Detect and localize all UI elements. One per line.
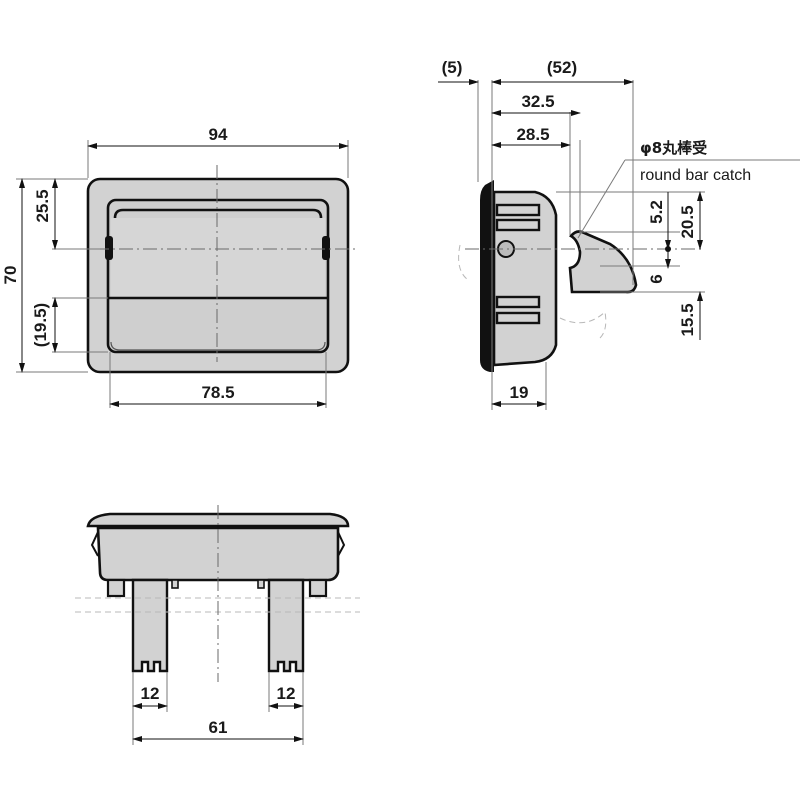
front-view: 94 70 25.5 (19.5) 78.5 [1,125,355,408]
dim-depth-52: (52) [547,58,577,77]
dim-width-94: 94 [209,125,228,144]
bottom-view: 12 12 61 [75,505,360,745]
dim-lower-15-5: 15.5 [678,303,697,336]
side-flange [480,180,494,372]
dim-catch-6: 6 [647,274,666,283]
leg-right [267,578,305,673]
handle-top-edge [113,208,323,252]
bottom-flange [86,512,350,528]
side-body [492,190,558,367]
dim-height-70: 70 [1,266,20,285]
dim-lower-19-5: (19.5) [31,303,50,347]
leg-left [131,578,169,673]
catch-label-jp: φ8丸棒受 [640,139,707,157]
catch-label-en: round bar catch [640,167,751,184]
dim-leg-left-12: 12 [141,684,160,703]
dim-body-19: 19 [510,383,529,402]
side-view: (5) (52) 32.5 28.5 φ8丸棒受 round bar catch… [438,58,800,410]
dim-depth-28-5: 28.5 [516,125,549,144]
hinge-left [105,236,113,260]
dim-leg-right-12: 12 [277,684,296,703]
dim-catch-20-5: 20.5 [678,205,697,238]
round-bar-catch [568,230,638,294]
dim-upper-25-5: 25.5 [33,189,52,222]
dim-depth-32-5: 32.5 [521,92,554,111]
dim-handle-78-5: 78.5 [201,383,234,402]
hinge-right [322,236,330,260]
dim-catch-5-2: 5.2 [647,200,666,224]
dim-leg-spacing-61: 61 [209,718,228,737]
dim-flange-5: (5) [442,58,463,77]
